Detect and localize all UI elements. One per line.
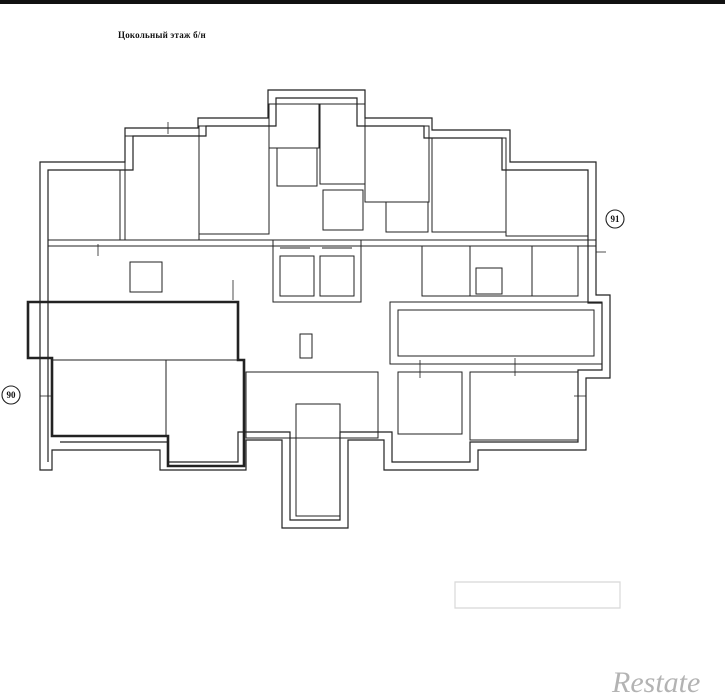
page-top-border (0, 0, 725, 4)
dimension-marks (40, 122, 606, 397)
watermark-logo: Restate (454, 581, 700, 698)
watermark-text: Restate (611, 666, 700, 698)
stair-core (129, 239, 362, 303)
axis-marker-left: 90 (1, 385, 21, 405)
axis-marker-right: 91 (605, 209, 625, 229)
axis-label-left: 90 (7, 390, 17, 400)
highlighted-unit (26, 300, 246, 468)
axis-label-right: 91 (611, 214, 621, 224)
upper-rooms (47, 103, 596, 247)
right-rooms (421, 245, 579, 297)
central-passage (245, 333, 379, 517)
floor-title: Цокольный этаж б/н (118, 30, 206, 40)
right-unit (389, 301, 603, 441)
